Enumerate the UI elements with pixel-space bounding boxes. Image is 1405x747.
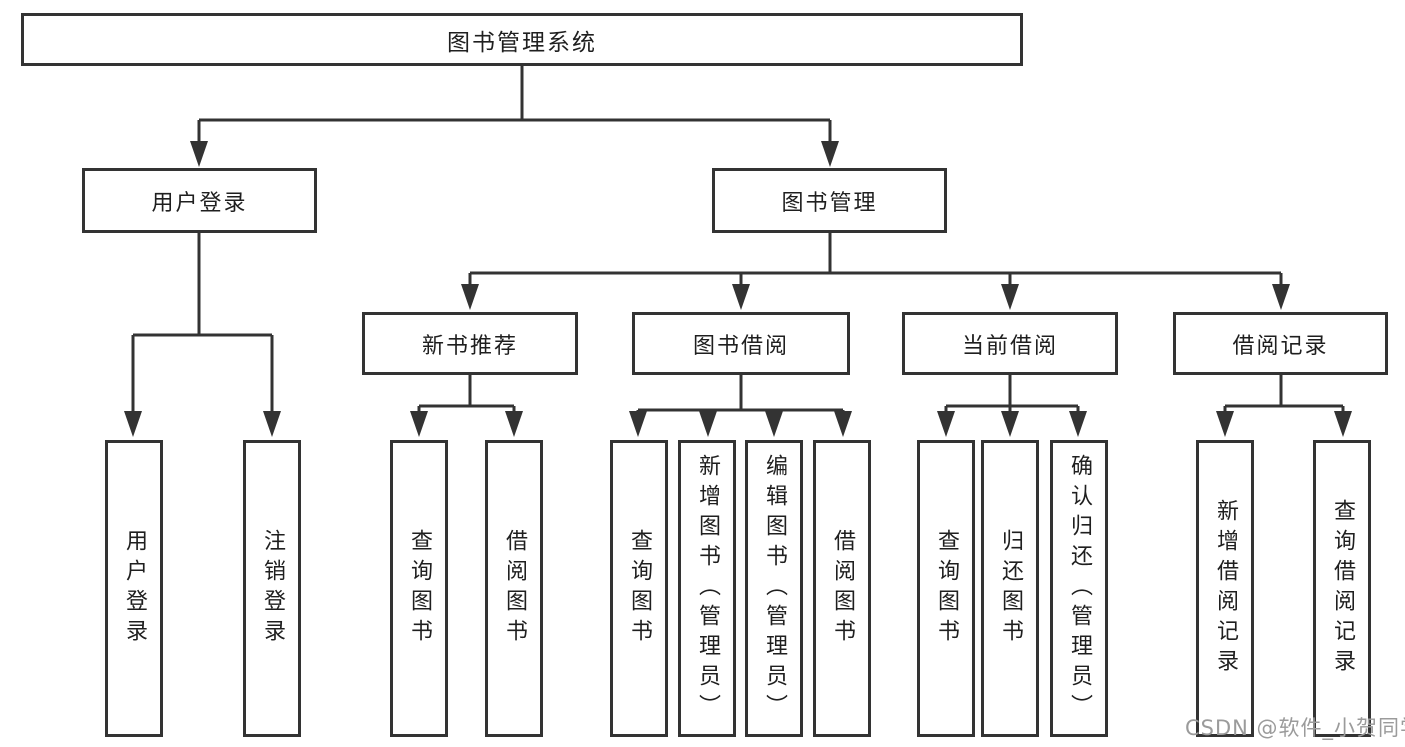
arrowhead bbox=[1216, 411, 1234, 437]
arrowhead bbox=[461, 284, 479, 310]
node-label: 当前借阅 bbox=[961, 333, 1058, 359]
leaf-logout: 注销登录 bbox=[243, 440, 301, 737]
arrowhead bbox=[732, 284, 750, 310]
leaf-label: 归还图书 bbox=[998, 528, 1023, 649]
node-label: 图书管理 bbox=[781, 190, 878, 216]
node-new-book-recommend: 新书推荐 bbox=[362, 312, 578, 375]
leaf-query-books-borrow: 查询图书 bbox=[610, 440, 668, 737]
arrowhead bbox=[190, 141, 208, 167]
leaf-add-borrow-record: 新增借阅记录 bbox=[1196, 440, 1254, 737]
node-label: 用户登录 bbox=[151, 190, 248, 216]
leaf-label: 查询图书 bbox=[934, 528, 959, 649]
leaf-borrow-books-recommend: 借阅图书 bbox=[485, 440, 543, 737]
node-label: 新书推荐 bbox=[421, 333, 518, 359]
node-borrow-records: 借阅记录 bbox=[1173, 312, 1388, 375]
arrowhead bbox=[263, 411, 281, 437]
arrowhead bbox=[699, 411, 717, 437]
connector-records bbox=[1223, 375, 1345, 423]
arrowhead bbox=[821, 141, 839, 167]
arrowhead bbox=[1001, 411, 1019, 437]
leaf-label: 查询借阅记录 bbox=[1330, 498, 1355, 679]
arrowhead bbox=[1001, 284, 1019, 310]
connector-new-book bbox=[417, 375, 516, 423]
arrowhead bbox=[124, 411, 142, 437]
leaf-user-login: 用户登录 bbox=[105, 440, 163, 737]
leaf-borrow-books: 借阅图书 bbox=[813, 440, 871, 737]
leaf-label: 编辑图书（管理员） bbox=[762, 453, 787, 724]
arrowhead bbox=[937, 411, 955, 437]
node-book-borrow: 图书借阅 bbox=[632, 312, 850, 375]
leaf-query-books-current: 查询图书 bbox=[917, 440, 975, 737]
arrowhead bbox=[1334, 411, 1352, 437]
node-book-management: 图书管理 bbox=[712, 168, 947, 233]
leaf-return-books: 归还图书 bbox=[981, 440, 1039, 737]
leaf-label: 查询图书 bbox=[627, 528, 652, 649]
node-current-borrow: 当前借阅 bbox=[902, 312, 1118, 375]
arrowhead bbox=[1069, 411, 1087, 437]
leaf-label: 借阅图书 bbox=[830, 528, 855, 649]
node-label: 图书借阅 bbox=[692, 333, 789, 359]
connector-borrow bbox=[636, 375, 845, 423]
leaf-label: 注销登录 bbox=[260, 528, 285, 649]
leaf-query-borrow-record: 查询借阅记录 bbox=[1313, 440, 1371, 737]
arrowhead bbox=[505, 411, 523, 437]
arrowhead bbox=[629, 411, 647, 437]
csdn-watermark: CSDN @软件_小贺同学 bbox=[1185, 716, 1405, 740]
arrowhead bbox=[834, 411, 852, 437]
leaf-label: 新增借阅记录 bbox=[1213, 498, 1238, 679]
arrowhead bbox=[1272, 284, 1290, 310]
leaf-label: 查询图书 bbox=[407, 528, 432, 649]
node-system-root: 图书管理系统 bbox=[21, 13, 1023, 66]
node-label: 借阅记录 bbox=[1232, 333, 1329, 359]
leaf-query-books-recommend: 查询图书 bbox=[390, 440, 448, 737]
node-label: 图书管理系统 bbox=[447, 29, 597, 56]
connector-book-mgmt bbox=[468, 232, 1283, 296]
leaf-label: 借阅图书 bbox=[502, 528, 527, 649]
connector-root bbox=[197, 66, 832, 153]
leaf-confirm-return-admin: 确认归还（管理员） bbox=[1050, 440, 1108, 737]
connector-user-login bbox=[131, 232, 274, 423]
arrowhead bbox=[765, 411, 783, 437]
leaf-label: 确认归还（管理员） bbox=[1067, 453, 1092, 724]
leaf-add-books-admin: 新增图书（管理员） bbox=[678, 440, 736, 737]
node-user-login: 用户登录 bbox=[82, 168, 317, 233]
leaf-label: 新增图书（管理员） bbox=[695, 453, 720, 724]
leaf-label: 用户登录 bbox=[122, 528, 147, 649]
arrowhead bbox=[410, 411, 428, 437]
leaf-edit-books-admin: 编辑图书（管理员） bbox=[745, 440, 803, 737]
